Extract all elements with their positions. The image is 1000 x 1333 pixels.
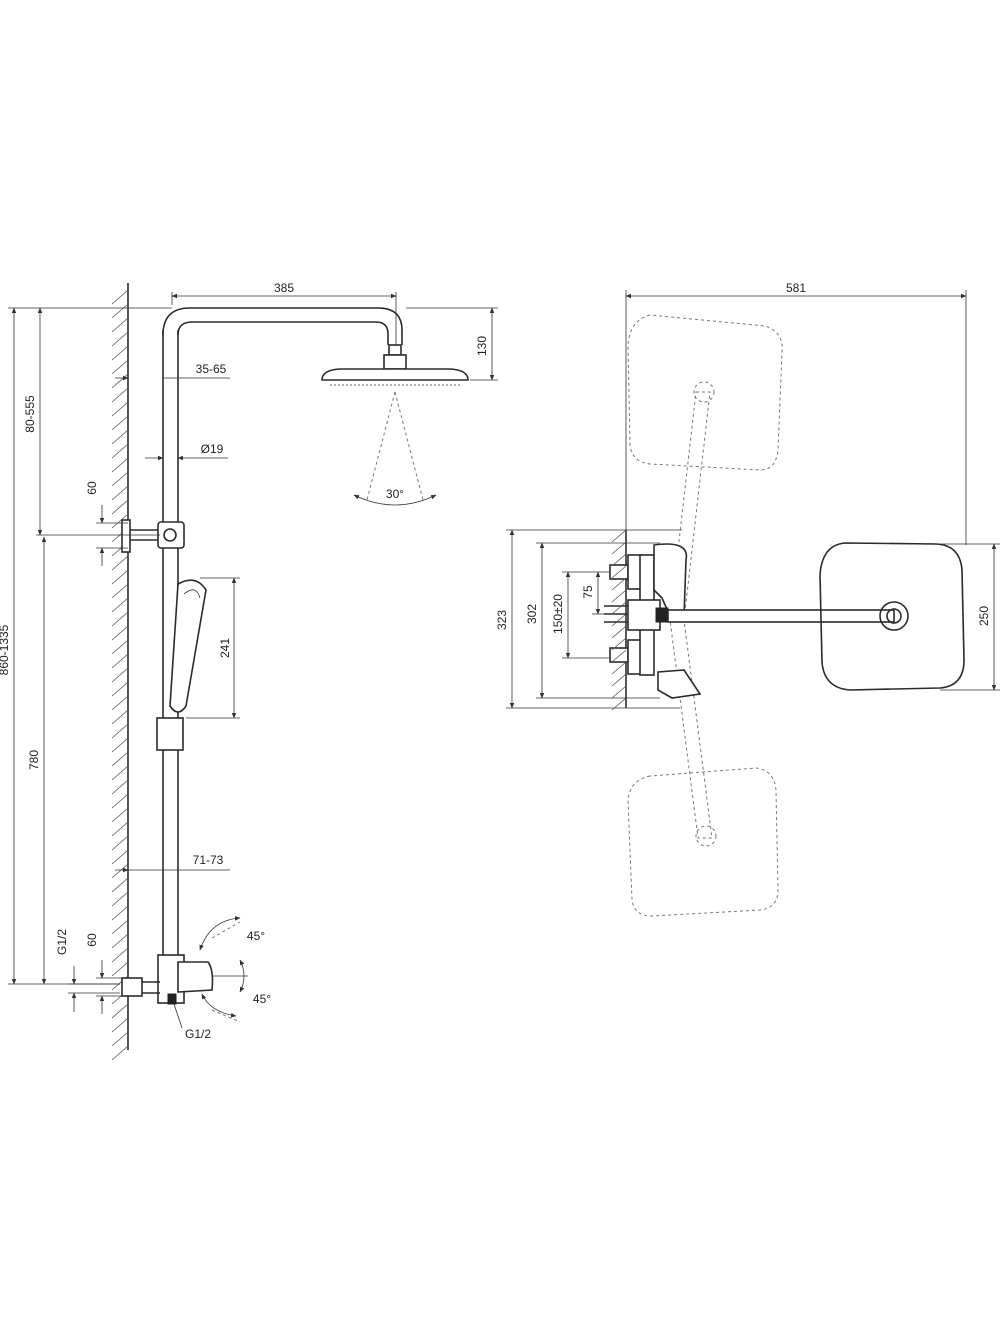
dim-diameter: Ø19 bbox=[145, 442, 228, 461]
dim-241: 241 bbox=[186, 577, 240, 719]
dim-75: 75 bbox=[581, 571, 604, 615]
top-mixer-body bbox=[604, 543, 702, 699]
dim-71-73-label: 71-73 bbox=[193, 853, 224, 867]
dim-302-label: 302 bbox=[525, 604, 539, 624]
dim-581-label: 581 bbox=[786, 281, 806, 295]
lower-mixer bbox=[121, 921, 241, 1023]
overhead-shower-head bbox=[321, 344, 469, 386]
dim-g12-outlet-label: G1/2 bbox=[185, 1027, 211, 1041]
side-view: 385 130 35-65 Ø19 30° bbox=[0, 281, 498, 1061]
dim-80-555-label: 80-555 bbox=[23, 395, 37, 433]
dim-g12-inlet-label: G1/2 bbox=[55, 929, 69, 955]
spray-angle-label: 30° bbox=[386, 487, 404, 501]
dim-71-73: 71-73 bbox=[115, 853, 230, 955]
top-shower-head bbox=[819, 542, 965, 691]
rotation-upper-label: 45° bbox=[247, 929, 265, 943]
wall-hatching bbox=[111, 283, 129, 1061]
dim-302: 302 bbox=[525, 542, 660, 699]
dim-241-label: 241 bbox=[218, 638, 232, 658]
dim-60-lower: 60 bbox=[85, 933, 122, 1014]
ghost-positions bbox=[627, 314, 783, 917]
top-view: 581 250 323 302 150±20 bbox=[495, 281, 1000, 917]
dim-130: 130 bbox=[406, 307, 498, 381]
hand-shower bbox=[156, 579, 207, 751]
dim-385: 385 bbox=[171, 281, 397, 345]
dim-60-lower-label: 60 bbox=[85, 933, 99, 947]
top-wall-hatching bbox=[611, 529, 627, 711]
dim-780: 780 bbox=[27, 536, 47, 985]
dim-581: 581 bbox=[625, 281, 967, 545]
dim-323-label: 323 bbox=[495, 610, 509, 630]
dim-75-label: 75 bbox=[581, 585, 595, 599]
dim-860-1335: 860-1335 bbox=[0, 307, 120, 985]
dim-60-upper-label: 60 bbox=[85, 481, 99, 495]
dim-780-label: 780 bbox=[27, 750, 41, 770]
dim-80-555: 80-555 bbox=[23, 307, 172, 536]
spray-cone bbox=[353, 391, 437, 506]
dim-150: 150±20 bbox=[551, 571, 610, 659]
dim-150-label: 150±20 bbox=[551, 594, 565, 634]
dim-g12-outlet: G1/2 bbox=[173, 1003, 211, 1041]
dim-250-label: 250 bbox=[977, 606, 991, 626]
dim-35-65: 35-65 bbox=[115, 362, 230, 381]
top-arm bbox=[667, 601, 909, 631]
dim-250: 250 bbox=[940, 543, 1000, 691]
dim-35-65-label: 35-65 bbox=[196, 362, 227, 376]
upper-wall-bracket bbox=[121, 519, 185, 553]
rotation-arcs: 45° 45° bbox=[199, 916, 271, 1018]
dim-g12-inlet: G1/2 bbox=[55, 929, 120, 1012]
rotation-lower-label: 45° bbox=[253, 992, 271, 1006]
dim-60-upper: 60 bbox=[85, 481, 128, 566]
dim-diameter-label: Ø19 bbox=[201, 442, 224, 456]
dim-130-label: 130 bbox=[475, 336, 489, 356]
dim-323: 323 bbox=[495, 529, 682, 709]
dim-385-label: 385 bbox=[274, 281, 294, 295]
dim-860-1335-label: 860-1335 bbox=[0, 624, 11, 675]
